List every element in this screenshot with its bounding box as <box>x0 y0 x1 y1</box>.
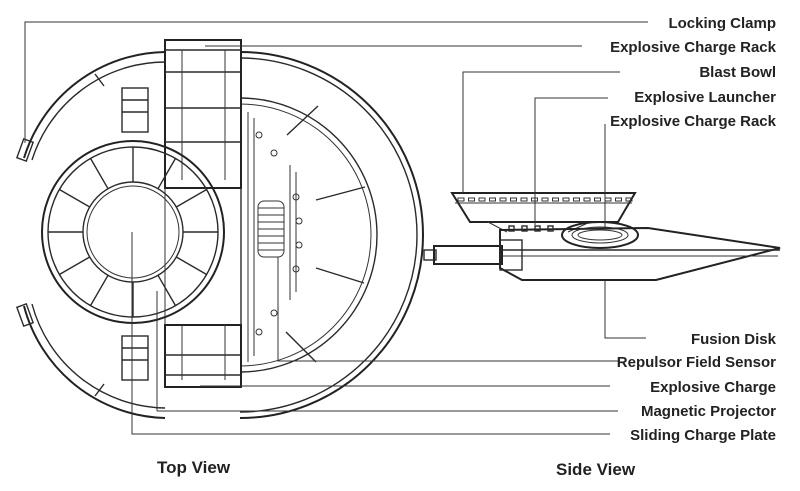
top-view-title: Top View <box>157 458 231 477</box>
callout-explosive-launcher: Explosive Launcher <box>634 89 776 106</box>
side-view-title: Side View <box>556 460 636 479</box>
bowl-spoke <box>59 188 91 208</box>
locking-clamp-arms <box>15 51 166 419</box>
repulsor-field-sensor-grille <box>257 200 285 258</box>
bowl-spoke <box>157 158 177 190</box>
bowl-slot <box>562 197 570 202</box>
magnetic-projector <box>121 87 149 381</box>
top-view-drawing <box>15 39 424 419</box>
bowl-slot <box>478 197 486 202</box>
bowl-slot <box>457 197 465 202</box>
bowl-slot <box>594 197 601 202</box>
inner-ring-arc <box>239 97 378 373</box>
bowl-slot <box>499 197 507 202</box>
bowl-slot <box>541 197 549 202</box>
bowl-spoke <box>89 274 109 306</box>
ring-dividers <box>285 105 366 363</box>
launcher-barrel <box>433 245 503 265</box>
bowl-slot <box>625 197 633 202</box>
bowl-spoke <box>157 274 177 306</box>
bowl-slot <box>583 197 591 202</box>
bowl-spoke <box>175 256 207 276</box>
bowl-slot <box>510 197 517 202</box>
blast-bowl-top <box>41 140 225 324</box>
bowl-slot <box>615 197 622 202</box>
bowl-slot <box>573 197 580 202</box>
bowl-slot <box>520 197 528 202</box>
explosive-charge-rack-side <box>561 221 639 249</box>
fusion-disk-body <box>499 226 781 281</box>
callout-locking-clamp: Locking Clamp <box>668 15 776 32</box>
inner-ring-inner-arc <box>239 103 372 367</box>
charge-rack-column <box>164 39 242 388</box>
bowl-spoke <box>89 158 109 190</box>
callout-explosive-charge-rack-side: Explosive Charge Rack <box>610 113 776 130</box>
bowl-slot <box>552 197 559 202</box>
callout-fusion-disk: Fusion Disk <box>690 331 776 348</box>
callout-explosive-charge: Explosive Charge <box>650 379 776 396</box>
leader-lines <box>24 21 648 435</box>
callout-sliding-charge-plate: Sliding Charge Plate <box>630 427 776 444</box>
callout-blast-bowl: Blast Bowl <box>699 64 776 81</box>
callout-repulsor-field-sensor: Repulsor Field Sensor <box>616 354 776 371</box>
bowl-spoke <box>175 188 207 208</box>
side-view-drawing <box>423 192 781 281</box>
bowl-slot <box>604 197 612 202</box>
panel-bolts <box>255 131 303 336</box>
callout-explosive-charge-rack: Explosive Charge Rack <box>610 39 776 56</box>
outer-ring-inner-arc <box>239 57 418 413</box>
bowl-slot <box>489 197 496 202</box>
bowl-slot <box>468 197 475 202</box>
outer-ring-arc <box>239 51 424 419</box>
callout-magnetic-projector: Magnetic Projector <box>640 403 776 420</box>
blast-bowl-side <box>450 192 637 223</box>
bowl-spoke <box>59 256 91 276</box>
